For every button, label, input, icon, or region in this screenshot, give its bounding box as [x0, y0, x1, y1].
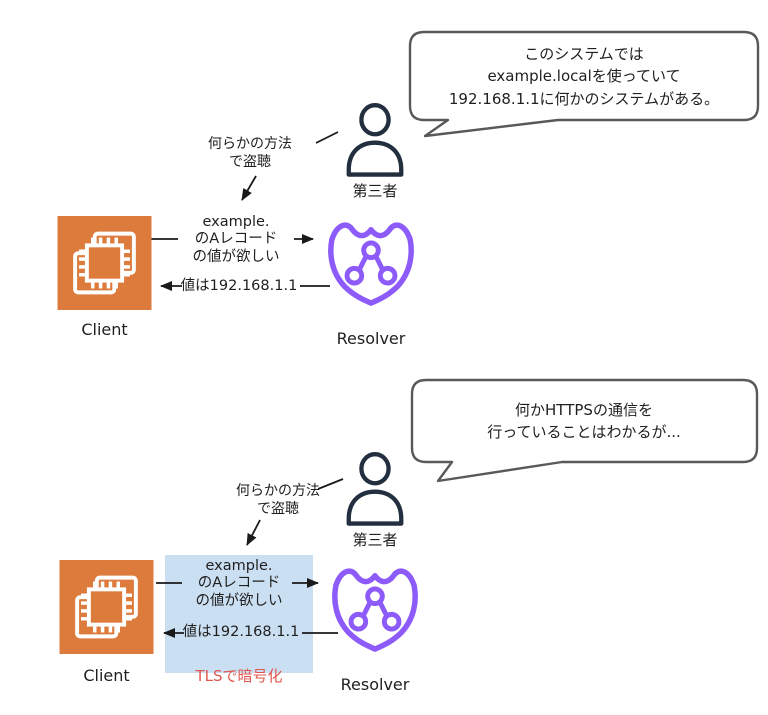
request-line: のAレコード [194, 231, 278, 248]
request-line: の値が欲しい [195, 592, 283, 609]
resolver-icon [332, 568, 418, 652]
eavesdrop-line: で盗聴 [229, 153, 271, 170]
client-label: Client [83, 666, 130, 685]
eavesdrop-pointer-line-top [315, 131, 339, 144]
speech-bubble-bottom-text: 何かHTTPSの通信を 行っていることはわかるが... [414, 399, 754, 444]
bubble-line: example.localを使っていて [487, 67, 681, 86]
client-label: Client [81, 320, 128, 339]
speech-bubble-top-text: このシステムでは example.localを使っていて 192.168.1.1… [414, 43, 754, 110]
client-icon [59, 560, 154, 654]
request-line: のAレコード [197, 575, 281, 592]
eavesdrop-arrow-top [241, 175, 257, 201]
dns-response-text-bottom: 値は192.168.1.1 [182, 624, 300, 640]
dns-request-text-top: example. のAレコード の値が欲しい [180, 214, 292, 266]
request-line: example. [202, 214, 270, 230]
third-party-label: 第三者 [352, 531, 398, 549]
bubble-line: このシステムでは [524, 45, 644, 63]
bubble-line: 192.168.1.1に何かのシステムがある。 [448, 89, 720, 108]
dns-request-text-bottom: example. のAレコード の値が欲しい [183, 558, 295, 610]
bubble-line: 何かHTTPSの通信を [515, 401, 653, 419]
request-line: の値が欲しい [192, 248, 280, 265]
third-party-label: 第三者 [352, 182, 398, 200]
resolver-icon [328, 222, 414, 306]
eavesdrop-line: 何らかの方法 [208, 136, 292, 152]
bubble-line: 行っていることはわかるが... [487, 423, 681, 442]
eavesdrop-arrow-bottom [246, 519, 261, 546]
eavesdrop-line: 何らかの方法 [236, 483, 320, 499]
client-icon [57, 216, 152, 310]
resolver-label: Resolver [336, 329, 406, 348]
eavesdrop-label-bottom: 何らかの方法 で盗聴 [215, 483, 341, 518]
third-party-person-icon [346, 452, 404, 526]
tls-encryption-label: TLSで暗号化 [195, 667, 283, 685]
tls-encrypted-zone [165, 555, 313, 673]
request-line: example. [205, 558, 273, 574]
resolver-label: Resolver [340, 675, 410, 694]
dns-response-text-top: 値は192.168.1.1 [180, 278, 298, 294]
eavesdrop-line: で盗聴 [257, 500, 299, 517]
third-party-person-icon [346, 103, 404, 177]
eavesdrop-label-top: 何らかの方法 で盗聴 [187, 136, 313, 171]
